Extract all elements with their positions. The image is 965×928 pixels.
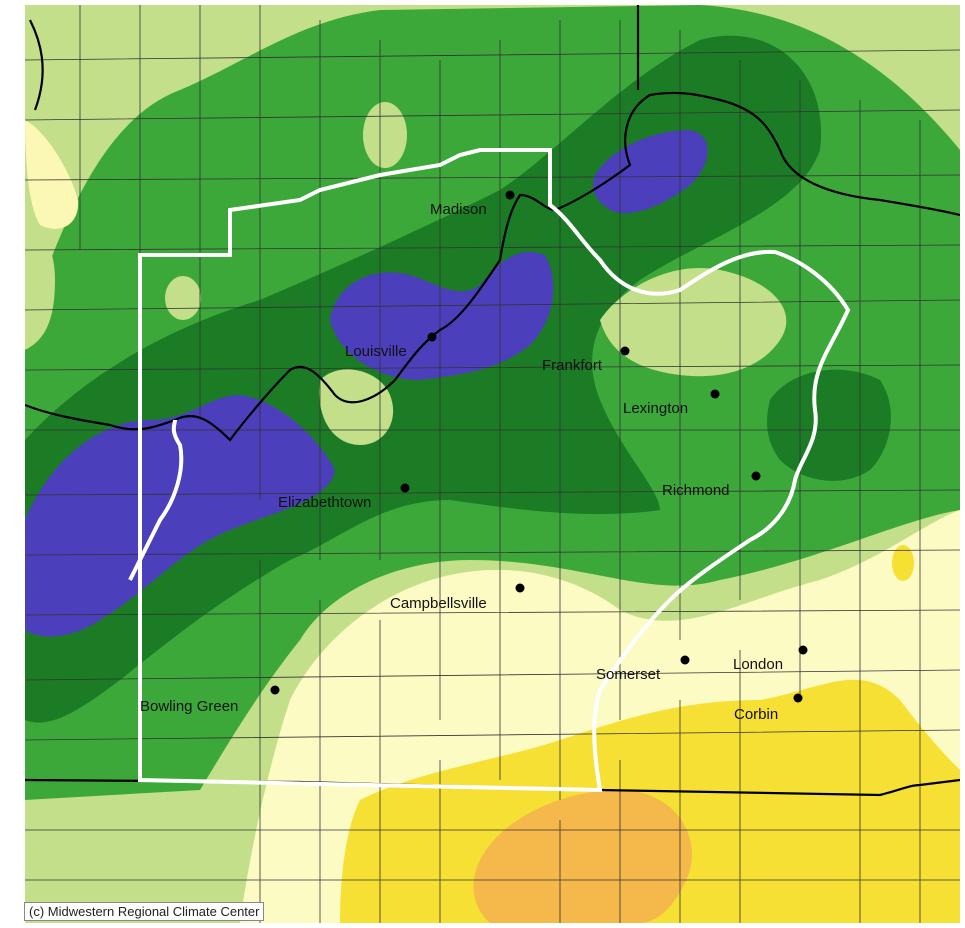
city-label-madison: Madison xyxy=(430,201,487,218)
city-label-campbellsville: Campbellsville xyxy=(390,595,487,612)
zone-pale-yellow xyxy=(25,120,79,229)
city-label-london: London xyxy=(733,656,783,673)
county-lines xyxy=(25,5,960,923)
map-body: Madison Louisville Frankfort Lexington R… xyxy=(25,5,960,923)
city-label-corbin: Corbin xyxy=(734,706,778,723)
city-label-elizabethtown: Elizabethtown xyxy=(278,494,371,511)
zone-orange xyxy=(473,790,692,923)
city-dot-elizabethtown xyxy=(400,483,410,493)
city-dot-frankfort xyxy=(620,346,630,356)
city-dot-louisville xyxy=(427,332,437,342)
city-label-frankfort: Frankfort xyxy=(542,357,603,374)
zone-blue xyxy=(25,395,335,637)
city-label-lexington: Lexington xyxy=(623,400,688,417)
cwa-border xyxy=(128,148,851,793)
city-dot-somerset xyxy=(680,655,690,665)
zone-light-green xyxy=(25,227,55,350)
copyright-notice: (c) Midwestern Regional Climate Center xyxy=(24,902,265,921)
zone-blue xyxy=(330,251,554,380)
zone-blue xyxy=(593,130,708,214)
city-markers: Madison Louisville Frankfort Lexington R… xyxy=(140,190,808,723)
city-label-louisville: Louisville xyxy=(345,343,407,360)
city-dot-lexington xyxy=(710,389,720,399)
city-dot-corbin xyxy=(793,693,803,703)
city-dot-richmond xyxy=(751,471,761,481)
zone-light-green xyxy=(319,369,394,445)
city-dot-campbellsville xyxy=(515,583,525,593)
city-dot-bowling-green xyxy=(270,685,280,695)
state-boundaries xyxy=(25,5,960,797)
city-dot-madison xyxy=(505,190,515,200)
zone-light-green xyxy=(363,102,407,168)
zone-light-green xyxy=(165,276,201,320)
zone-yellow xyxy=(892,545,914,581)
city-label-somerset: Somerset xyxy=(596,666,661,683)
city-dot-london xyxy=(798,645,808,655)
city-label-richmond: Richmond xyxy=(662,482,730,499)
city-label-bowling-green: Bowling Green xyxy=(140,698,238,715)
zone-dark-green xyxy=(767,369,891,481)
